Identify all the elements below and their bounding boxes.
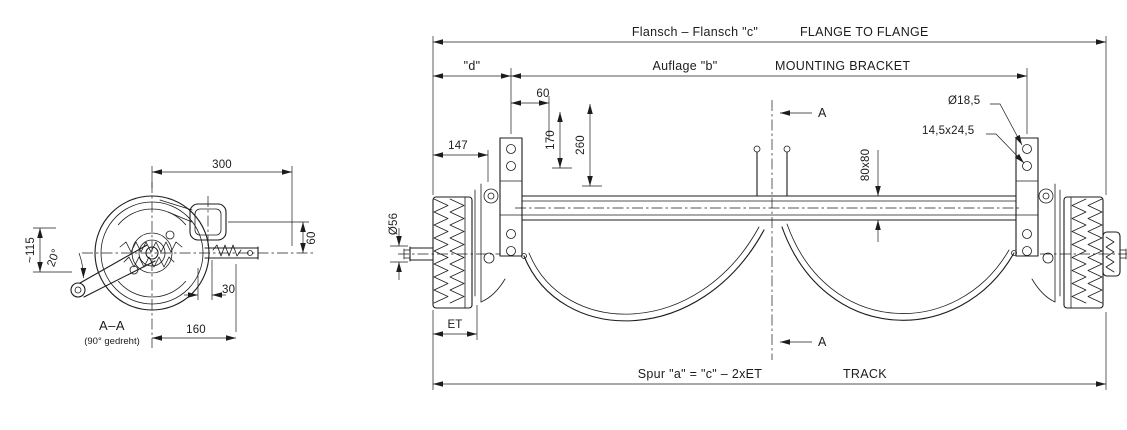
- dim-60-detail-label: 60: [306, 231, 318, 244]
- left-brake-backplate: [474, 183, 506, 303]
- axle-tube-section: [159, 199, 227, 241]
- brake-lever: [70, 244, 156, 298]
- flange-hole: [506, 246, 516, 256]
- right-brake-drum: [1063, 196, 1127, 309]
- cable-pins: [751, 145, 793, 197]
- return-spring-lower: [123, 256, 175, 268]
- right-brake-backplate: [1031, 183, 1061, 303]
- detail-view-title: A–A: [99, 318, 125, 333]
- dim-et-label: ET: [447, 319, 462, 331]
- brake-cable-right: [781, 223, 1017, 321]
- axle-tube: [521, 195, 1017, 221]
- flange-to-flange-label-en: FLANGE TO FLANGE: [800, 25, 929, 39]
- flange-to-flange-label-de: Flansch – Flansch "c": [632, 25, 758, 39]
- dim-angle-label: 20°: [45, 247, 62, 268]
- brake-cable-left: [521, 226, 765, 322]
- brake-drum-section: [94, 195, 210, 311]
- left-stub-axle: [403, 246, 434, 262]
- detail-labels: 300 60 ~115 20° 30 160 A–A (90° gedreht): [25, 159, 318, 347]
- dim-30-label: 30: [222, 284, 235, 296]
- left-brake-drum: [403, 196, 473, 309]
- flange-hole: [506, 161, 516, 171]
- detail-centerlines: [82, 182, 316, 348]
- right-hub-cap: [1102, 231, 1127, 277]
- right-mounting-flange: [1015, 137, 1039, 257]
- track-label-en: TRACK: [843, 367, 887, 381]
- dim-160-label: 160: [186, 324, 206, 336]
- section-label-top: A: [818, 106, 827, 120]
- track-label-de: Spur "a" = "c" – 2xET: [638, 367, 763, 381]
- flange-hole: [1022, 161, 1032, 171]
- tube-section-label: 80x80: [860, 149, 872, 181]
- leader-hole-dia: [990, 103, 1023, 146]
- main-labels: Flansch – Flansch "c" FLANGE TO FLANGE "…: [388, 25, 980, 381]
- leader-slot: [986, 133, 1025, 164]
- section-label-bottom: A: [818, 335, 827, 349]
- flange-hole: [506, 144, 516, 154]
- dim-60-label: 60: [536, 88, 549, 100]
- dim-d-label: "d": [464, 59, 481, 73]
- centerlines: [398, 100, 1127, 360]
- hole-diameter-label: Ø18,5: [948, 95, 980, 107]
- detail-view-subtitle: (90° gedreht): [84, 336, 140, 347]
- slot-size-label: 14,5x24,5: [922, 125, 974, 137]
- dim-115-label: ~115: [25, 237, 37, 263]
- brake-shoe-lower: [117, 280, 187, 298]
- flange-hole: [506, 229, 516, 239]
- left-mounting-flange: [499, 137, 523, 257]
- flange-hole: [1022, 144, 1032, 154]
- main-dimension-lines: [390, 36, 1107, 390]
- brake-shoe-upper: [117, 208, 187, 226]
- return-spring-upper: [119, 241, 183, 253]
- mounting-bracket-label-de: Auflage "b": [653, 59, 718, 73]
- detail-view: 300 60 ~115 20° 30 160 A–A (90° gedreht): [25, 159, 318, 348]
- dim-angle-arc: [78, 252, 87, 279]
- flange-hole: [1022, 246, 1032, 256]
- dim-147-label: 147: [448, 140, 468, 152]
- main-view: Flansch – Flansch "c" FLANGE TO FLANGE "…: [388, 25, 1127, 390]
- mounting-bracket-label-en: MOUNTING BRACKET: [775, 59, 910, 73]
- dim-300-label: 300: [212, 159, 232, 171]
- stub-diameter-label: Ø56: [388, 213, 400, 235]
- detail-dimension-lines: [33, 166, 309, 341]
- flange-hole: [1022, 229, 1032, 239]
- dim-260-label: 260: [575, 135, 587, 155]
- adjuster-shaft: [204, 244, 259, 260]
- dim-170-label: 170: [545, 130, 557, 150]
